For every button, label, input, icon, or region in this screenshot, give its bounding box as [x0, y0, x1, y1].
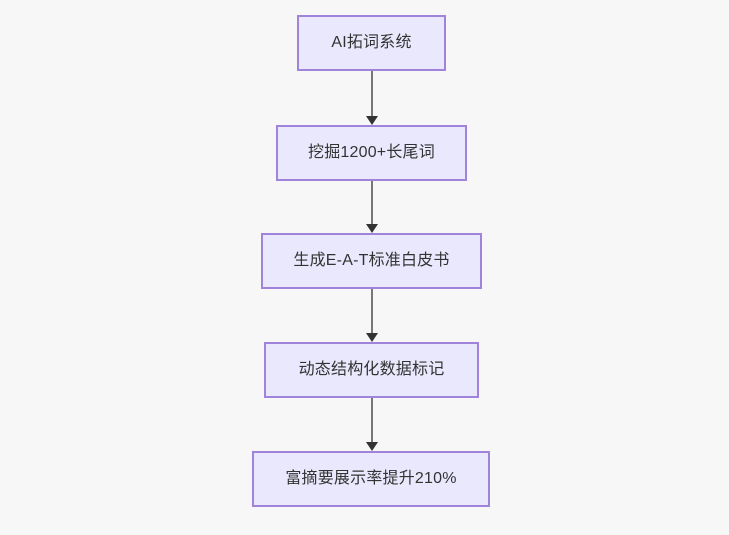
flow-node-label: 生成E-A-T标准白皮书	[293, 252, 450, 270]
flow-edge	[366, 71, 378, 125]
edge-line	[371, 398, 373, 443]
flow-node-n4[interactable]: 动态结构化数据标记	[264, 342, 479, 398]
flow-edge	[366, 181, 378, 233]
flow-node-n1[interactable]: AI拓词系统	[297, 15, 446, 71]
flow-edge	[366, 289, 378, 342]
flow-node-n3[interactable]: 生成E-A-T标准白皮书	[261, 233, 482, 289]
flow-node-label: 挖掘1200+长尾词	[308, 144, 435, 162]
arrowhead-icon	[366, 333, 378, 342]
arrowhead-icon	[366, 442, 378, 451]
edge-line	[371, 289, 373, 334]
flow-edge	[366, 398, 378, 451]
arrowhead-icon	[366, 224, 378, 233]
flow-node-n2[interactable]: 挖掘1200+长尾词	[276, 125, 467, 181]
edge-line	[371, 71, 373, 117]
edge-line	[371, 181, 373, 225]
flow-node-label: AI拓词系统	[331, 34, 412, 52]
flow-node-label: 动态结构化数据标记	[298, 361, 445, 379]
flow-node-n5[interactable]: 富摘要展示率提升210%	[252, 451, 490, 507]
arrowhead-icon	[366, 116, 378, 125]
flow-node-label: 富摘要展示率提升210%	[285, 470, 457, 488]
